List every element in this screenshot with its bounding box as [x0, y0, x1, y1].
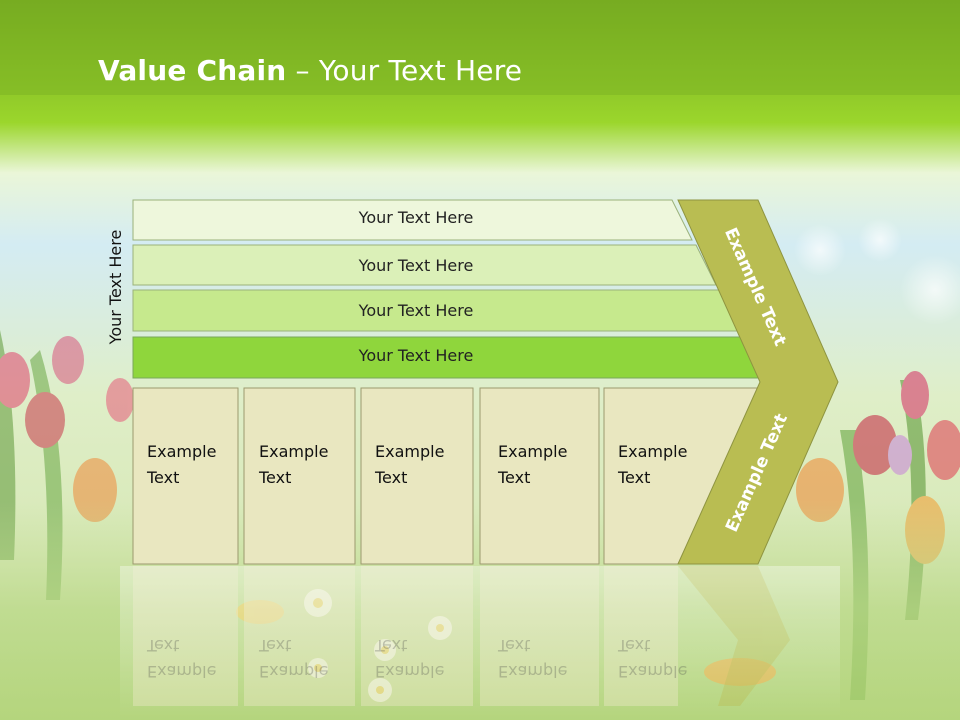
- svg-text:Text: Text: [497, 636, 530, 655]
- support-bar-label-3: Your Text Here: [358, 301, 474, 320]
- activity-cell-1-line2: Text: [147, 468, 180, 487]
- svg-text:Text: Text: [258, 636, 291, 655]
- activity-cell-5-line2: Text: [618, 468, 651, 487]
- svg-text:Example: Example: [147, 662, 216, 681]
- support-bar-label-4: Your Text Here: [358, 346, 474, 365]
- activity-cell-label-3: Example Text: [375, 439, 444, 491]
- svg-text:Example: Example: [618, 662, 687, 681]
- support-bar-label-1: Your Text Here: [358, 208, 474, 227]
- activity-cell-4-line2: Text: [498, 468, 531, 487]
- activity-cell-3-line1: Example: [375, 442, 445, 461]
- activity-cell-label-5: Example Text: [618, 439, 687, 491]
- svg-text:Example: Example: [498, 662, 567, 681]
- support-bar-1[interactable]: [132, 199, 693, 241]
- svg-text:Example: Example: [375, 662, 444, 681]
- activity-cell-2-line2: Text: [259, 468, 292, 487]
- activity-cell-1[interactable]: [132, 387, 239, 565]
- activity-cell-label-4: Example Text: [498, 439, 567, 491]
- activity-cell-2[interactable]: [243, 387, 356, 565]
- reflected-text: Example Text Example Text Example Text Exam…: [146, 636, 687, 681]
- activity-cell-label-1: Example Text: [147, 439, 216, 491]
- activity-cell-4-line1: Example: [498, 442, 568, 461]
- svg-text:Text: Text: [146, 636, 179, 655]
- title-rest: – Your Text Here: [286, 54, 523, 87]
- activity-cell-label-2: Example Text: [259, 439, 328, 491]
- svg-text:Text: Text: [617, 636, 650, 655]
- svg-text:Example: Example: [259, 662, 328, 681]
- activity-cell-5-line1: Example: [618, 442, 688, 461]
- activity-cell-3[interactable]: [360, 387, 474, 565]
- svg-text:Text: Text: [374, 636, 407, 655]
- slide-title: Value Chain – Your Text Here: [98, 54, 522, 87]
- title-bold: Value Chain: [98, 54, 287, 87]
- activity-cell-2-line1: Example: [259, 442, 329, 461]
- activity-cell-3-line2: Text: [375, 468, 408, 487]
- support-bar-label-2: Your Text Here: [358, 256, 474, 275]
- margin-chevron[interactable]: [677, 199, 839, 565]
- activity-cell-4[interactable]: [479, 387, 600, 565]
- activity-cell-1-line1: Example: [147, 442, 217, 461]
